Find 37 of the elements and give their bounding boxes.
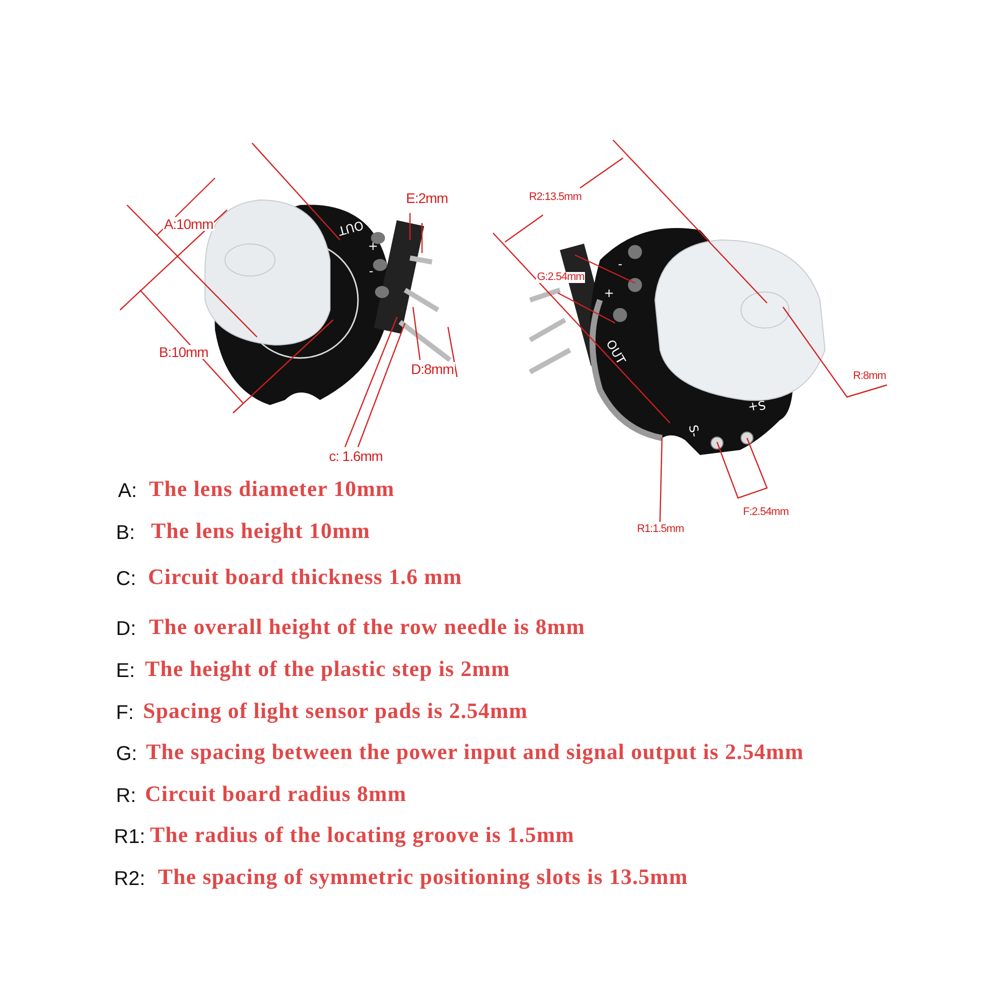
legend-description: Spacing of light sensor pads is 2.54mm [143, 700, 528, 722]
legend-description: The lens height 10mm [151, 520, 370, 542]
legend-description: The overall height of the row needle is 8mm [149, 616, 586, 638]
legend-key: D: [116, 619, 136, 639]
dimension-label: F:2.54mm [742, 507, 790, 518]
legend-description: Circuit board radius 8mm [145, 783, 407, 805]
legend-key: E: [116, 661, 135, 681]
legend-key: R: [116, 786, 136, 806]
dimension-label: B:10mm [158, 345, 210, 359]
legend-description: The lens diameter 10mm [149, 478, 395, 500]
board-marking: + [368, 240, 378, 252]
legend-description: The radius of the locating groove is 1.5mm [150, 824, 574, 846]
legend-key: F: [116, 703, 134, 723]
dimension-label: G:2.54mm [536, 272, 586, 283]
legend-description: The spacing between the power input and signal output is 2.54mm [146, 741, 804, 763]
board-marking: S+ [747, 398, 767, 414]
dimension-label: c: 1.6mm [328, 449, 384, 463]
legend-key: R1: [114, 827, 146, 847]
legend-description: The height of the plastic step is 2mm [145, 658, 510, 680]
board-marking: - [618, 258, 622, 270]
dimension-label: A:10mm [163, 217, 214, 231]
board-marking: + [604, 287, 614, 299]
legend-description: The spacing of symmetric positioning slots is 13.5mm [158, 866, 688, 888]
legend-key: A: [118, 481, 137, 501]
legend-key: G: [116, 744, 138, 764]
legend-key: R2: [114, 869, 146, 889]
dimension-label: R:8mm [852, 371, 887, 382]
board-marking: OUT [336, 218, 365, 238]
legend-description: Circuit board thickness 1.6 mm [148, 566, 462, 588]
dimension-label: E:2mm [405, 191, 449, 205]
dimension-label: D:8mm [410, 362, 455, 376]
board-marking: S- [687, 424, 701, 438]
board-marking: - [369, 265, 374, 277]
legend-key: B: [116, 523, 135, 543]
dimension-label: R1:1.5mm [636, 524, 685, 535]
dimension-label: R2:13.5mm [528, 192, 582, 203]
legend-key: C: [116, 569, 136, 589]
